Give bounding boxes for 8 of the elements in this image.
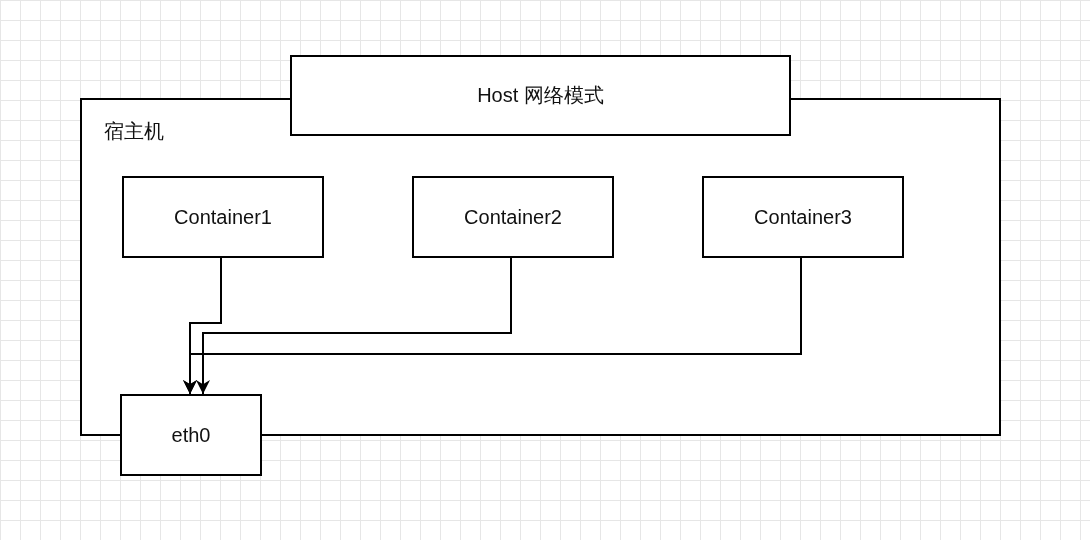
- container-box: Container2: [412, 176, 614, 258]
- arrow: [183, 255, 802, 395]
- interface-box: eth0: [120, 394, 262, 476]
- arrow: [196, 255, 512, 395]
- frame-label: 宿主机: [104, 119, 164, 144]
- title-box: Host 网络模式: [290, 55, 791, 136]
- container-box: Container3: [702, 176, 904, 258]
- container-box: Container1: [122, 176, 324, 258]
